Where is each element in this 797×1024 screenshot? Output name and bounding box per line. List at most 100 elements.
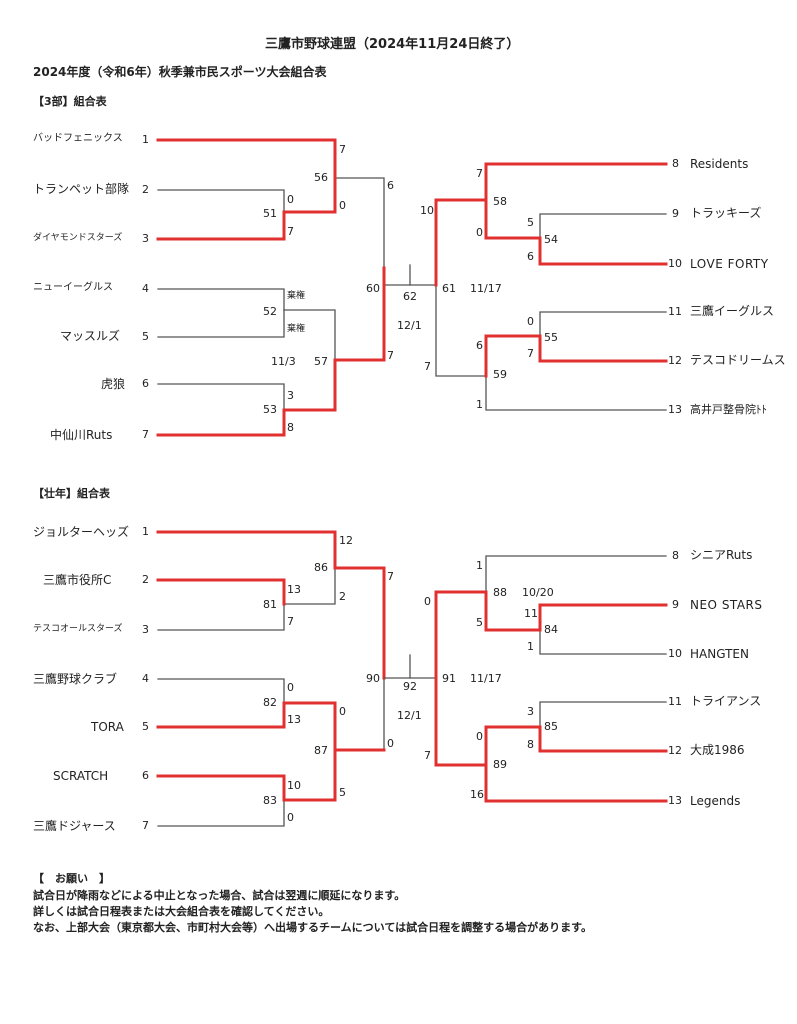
score: 7 [287, 225, 294, 238]
score: 8 [287, 421, 294, 434]
team-1: バッドフェニックス [33, 133, 123, 144]
seed-11: 11 [668, 695, 682, 708]
seed-12: 12 [668, 354, 682, 367]
seed-6: 6 [142, 769, 149, 782]
div2-title: 【壮年】組合表 [33, 487, 110, 500]
score: 7 [387, 349, 394, 362]
game-87: 87 [314, 744, 328, 757]
score: 6 [387, 179, 394, 192]
seed-3: 3 [142, 623, 149, 636]
game-51: 51 [263, 207, 277, 220]
notice-line: なお、上部大会（東京都大会、市町村大会等）へ出場するチームについては試合日程を調… [33, 921, 593, 934]
team-5: マッスルズ [60, 329, 121, 343]
score: 10 [287, 779, 301, 792]
seed-8: 8 [672, 157, 679, 170]
game-54: 54 [544, 233, 558, 246]
score: 8 [527, 738, 534, 751]
seed-10: 10 [668, 647, 682, 660]
team-11: トライアンス [690, 694, 762, 708]
seed-9: 9 [672, 598, 679, 611]
match-date: 10/20 [522, 586, 554, 599]
score: 11 [524, 607, 538, 620]
match-date: 12/1 [397, 709, 422, 722]
team-8: Residents [690, 157, 749, 171]
score: 7 [527, 347, 534, 360]
match-date: 11/3 [271, 355, 296, 368]
game-52: 52 [263, 305, 277, 318]
score: 1 [476, 398, 483, 411]
score: 7 [476, 167, 483, 180]
seed-1: 1 [142, 525, 149, 538]
notice-title: 【 お願い 】 [33, 872, 110, 885]
score: 0 [476, 226, 483, 239]
game-55: 55 [544, 331, 558, 344]
seed-5: 5 [142, 720, 149, 733]
score: 10 [420, 204, 434, 217]
seed-4: 4 [142, 282, 149, 295]
score: 7 [387, 570, 394, 583]
team-11: 三鷹イーグルス [690, 304, 775, 318]
score: 2 [339, 590, 346, 603]
game-58: 58 [493, 195, 507, 208]
seed-7: 7 [142, 819, 149, 832]
score: 7 [287, 615, 294, 628]
score-forfeit: 棄権 [287, 291, 306, 301]
team-13: Legends [690, 794, 741, 808]
team-13: 高井戸整骨院ﾄﾄ [690, 403, 767, 416]
game-86: 86 [314, 561, 328, 574]
team-5: TORA [91, 720, 124, 734]
team-4: 三鷹野球クラブ [33, 672, 118, 686]
team-1: ジョルターヘッズ [33, 525, 130, 539]
team-2: トランペット部隊 [33, 182, 130, 196]
game-59: 59 [493, 368, 507, 381]
seed-1: 1 [142, 133, 149, 146]
score: 6 [476, 339, 483, 352]
seed-3: 3 [142, 232, 149, 245]
seed-6: 6 [142, 377, 149, 390]
score: 5 [527, 216, 534, 229]
team-6: SCRATCH [53, 769, 109, 783]
team-9: NEO STARS [690, 598, 763, 612]
score: 13 [287, 583, 301, 596]
score: 0 [339, 705, 346, 718]
team-12: テスコドリームス [690, 353, 786, 367]
seed-4: 4 [142, 672, 149, 685]
team-4: ニューイーグルス [33, 282, 113, 293]
seed-9: 9 [672, 207, 679, 220]
seed-2: 2 [142, 183, 149, 196]
notice-line: 試合日が降雨などによる中止となった場合、試合は翌週に順延になります。 [33, 889, 406, 902]
score: 0 [527, 315, 534, 328]
score: 0 [476, 730, 483, 743]
team-10: HANGTEN [690, 647, 749, 661]
score: 3 [527, 705, 534, 718]
score: 0 [339, 199, 346, 212]
score: 0 [287, 681, 294, 694]
team-2: 三鷹市役所C [43, 573, 112, 587]
score: 5 [476, 616, 483, 629]
game-81: 81 [263, 598, 277, 611]
seed-2: 2 [142, 573, 149, 586]
team-10: LOVE FORTY [690, 257, 769, 271]
game-82: 82 [263, 696, 277, 709]
score: 0 [287, 811, 294, 824]
score: 7 [424, 749, 431, 762]
game-92: 92 [403, 680, 417, 693]
score: 5 [339, 786, 346, 799]
game-60: 60 [366, 282, 380, 295]
notice-line: 詳しくは試合日程表または大会組合表を確認してください。 [33, 905, 330, 918]
game-61: 61 [442, 282, 456, 295]
game-91: 91 [442, 672, 456, 685]
game-84: 84 [544, 623, 558, 636]
seed-11: 11 [668, 305, 682, 318]
seed-13: 13 [668, 403, 682, 416]
game-53: 53 [263, 403, 277, 416]
seed-5: 5 [142, 330, 149, 343]
team-9: トラッキーズ [690, 206, 762, 220]
match-date: 12/1 [397, 319, 422, 332]
score-forfeit: 棄権 [287, 324, 306, 334]
score: 0 [387, 737, 394, 750]
score: 7 [424, 360, 431, 373]
game-85: 85 [544, 720, 558, 733]
div1-title: 【3部】組合表 [33, 95, 107, 108]
